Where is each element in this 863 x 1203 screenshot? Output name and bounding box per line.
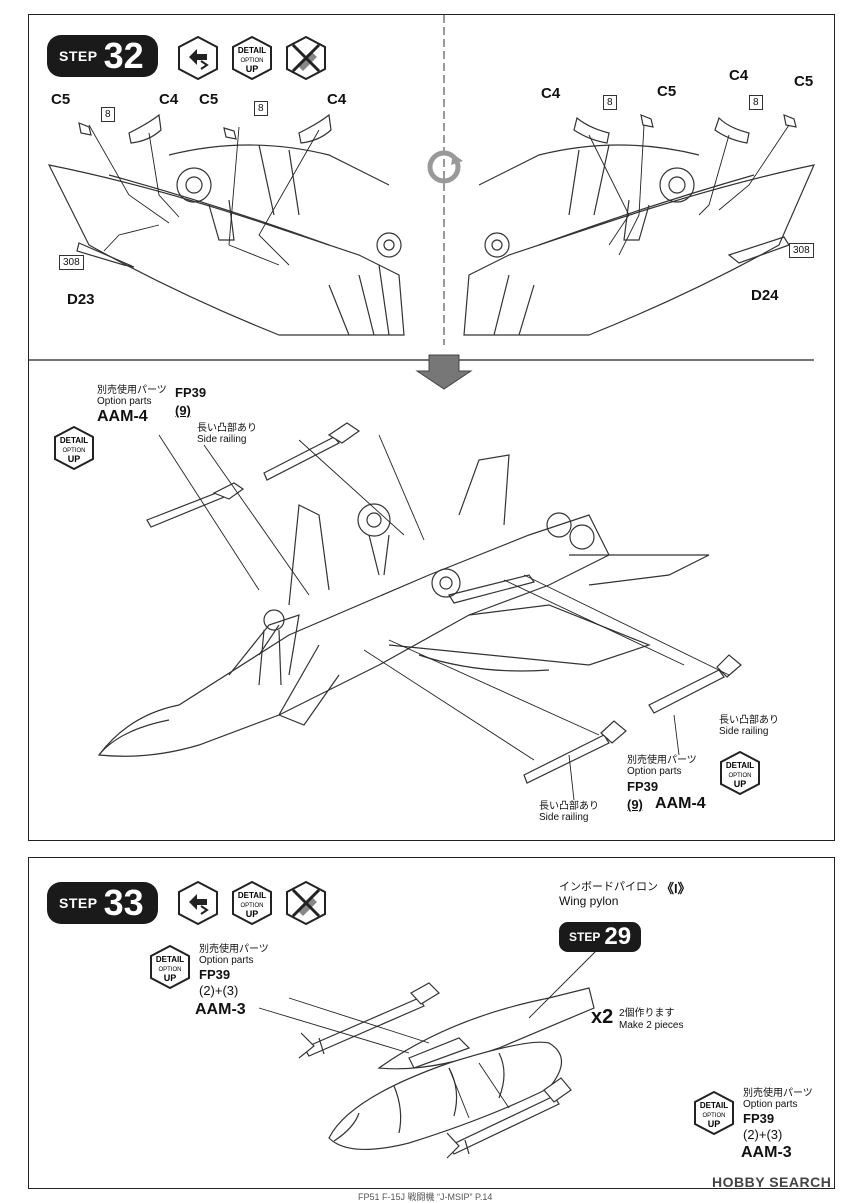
- step-number: 32: [103, 35, 144, 76]
- fp-code: FP39: [199, 967, 231, 982]
- svg-text:UP: UP: [68, 454, 81, 464]
- option-parts-en: Option parts: [627, 766, 682, 777]
- part-name-aam4: AAM-4: [97, 408, 148, 425]
- part-label-c4: C4: [541, 85, 561, 102]
- svg-text:OPTION: OPTION: [240, 903, 263, 909]
- fp-number: (2)+(3): [743, 1127, 783, 1142]
- option-parts-jp: 別売使用パーツ: [199, 944, 269, 955]
- part-name-aam3: AAM-3: [195, 1001, 246, 1018]
- side-railing-jp: 長い凸部あり: [719, 715, 779, 726]
- part-label-c5: C5: [51, 91, 71, 108]
- detail-up-icon: DETAIL OPTION UP: [720, 750, 760, 796]
- part-label-c4: C4: [159, 91, 179, 108]
- step-word: STEP: [59, 895, 98, 911]
- part-label-c5: C5: [657, 83, 677, 100]
- option-parts-en: Option parts: [199, 955, 254, 966]
- part-number-308: 308: [789, 243, 814, 258]
- step-word: STEP: [59, 48, 98, 64]
- part-label-d23: D23: [67, 291, 95, 308]
- make-pieces-en: Make 2 pieces: [619, 1020, 684, 1031]
- svg-text:DETAIL: DETAIL: [238, 891, 266, 900]
- svg-text:UP: UP: [708, 1119, 721, 1129]
- fp-code: FP39: [627, 779, 659, 794]
- step-33-panel: STEP 33 DETAIL OPTION UP インボードパイロン 《I》 W…: [28, 857, 835, 1189]
- fp-number: (9): [175, 403, 191, 418]
- no-glue-icon: [286, 35, 326, 81]
- make-pieces-jp: 2個作ります: [619, 1008, 675, 1019]
- part-label-c5: C5: [794, 73, 814, 90]
- svg-text:OPTION: OPTION: [62, 448, 85, 454]
- step-33-illustration: [258, 942, 605, 1159]
- svg-text:DETAIL: DETAIL: [156, 955, 184, 964]
- svg-text:UP: UP: [246, 909, 259, 919]
- rotate-view-icon: [178, 35, 218, 81]
- svg-text:UP: UP: [164, 973, 177, 983]
- step-badge: STEP 32: [47, 35, 158, 77]
- svg-text:OPTION: OPTION: [158, 967, 181, 973]
- detail-up-icon: DETAIL OPTION UP: [232, 880, 272, 926]
- side-railing-jp: 長い凸部あり: [539, 801, 599, 812]
- svg-text:UP: UP: [734, 779, 747, 789]
- part-number-308: 308: [59, 255, 84, 270]
- detail-up-icon: DETAIL OPTION UP: [54, 425, 94, 471]
- side-railing-en: Side railing: [719, 726, 769, 737]
- step-32-panel: STEP 32 DETAIL OPTION UP C5 8 C4 C5 8 C4…: [28, 14, 835, 841]
- svg-text:DETAIL: DETAIL: [238, 46, 266, 55]
- wing-pylon-en: Wing pylon: [559, 894, 619, 908]
- ref-step-number: 29: [604, 923, 632, 950]
- side-railing-en: Side railing: [539, 812, 589, 823]
- rotate-view-icon: [178, 880, 218, 926]
- part-label-c5: C5: [199, 91, 219, 108]
- option-parts-en: Option parts: [743, 1099, 798, 1110]
- svg-text:OPTION: OPTION: [728, 773, 751, 779]
- detail-up-icon: DETAIL OPTION UP: [150, 944, 190, 990]
- step-number: 33: [103, 882, 144, 923]
- part-name-aam4: AAM-4: [655, 795, 706, 812]
- step-32-illustration: [29, 15, 816, 801]
- ref-step-word: STEP: [569, 930, 601, 944]
- side-railing-en: Side railing: [197, 434, 247, 445]
- fp-code: FP39: [175, 385, 207, 400]
- part-label-c4: C4: [729, 67, 749, 84]
- part-number-8: 8: [749, 95, 763, 110]
- no-glue-icon: [286, 880, 326, 926]
- fp-number: (9): [627, 797, 643, 812]
- part-number-8: 8: [603, 95, 617, 110]
- detail-up-icon: DETAIL OPTION UP: [232, 35, 272, 81]
- wing-pylon-jp: インボードパイロン: [559, 881, 658, 893]
- wing-pylon-mark: 《I》: [661, 881, 691, 896]
- side-railing-jp: 長い凸部あり: [197, 423, 257, 434]
- part-name-aam3: AAM-3: [741, 1144, 792, 1161]
- part-label-d24: D24: [751, 287, 779, 304]
- option-parts-jp: 別売使用パーツ: [743, 1088, 813, 1099]
- svg-text:DETAIL: DETAIL: [60, 436, 88, 445]
- svg-text:OPTION: OPTION: [240, 58, 263, 64]
- part-number-8: 8: [254, 101, 268, 116]
- svg-text:DETAIL: DETAIL: [700, 1101, 728, 1110]
- step-29-reference-badge: STEP 29: [559, 922, 642, 952]
- svg-text:OPTION: OPTION: [702, 1113, 725, 1119]
- page-footer: FP51 F-15J 戦闘機 “J-MSIP” P.14: [358, 1192, 493, 1202]
- step-badge: STEP 33: [47, 882, 158, 924]
- brand-watermark: HOBBY SEARCH: [712, 1174, 832, 1190]
- fp-number: (2)+(3): [199, 983, 239, 998]
- option-parts-en: Option parts: [97, 396, 152, 407]
- fp-code: FP39: [743, 1111, 775, 1126]
- svg-text:DETAIL: DETAIL: [726, 761, 754, 770]
- option-parts-jp: 別売使用パーツ: [627, 755, 697, 766]
- detail-up-icon: DETAIL OPTION UP: [694, 1090, 734, 1136]
- multiplier: x2: [591, 1006, 614, 1028]
- svg-text:UP: UP: [246, 64, 259, 74]
- option-parts-jp: 別売使用パーツ: [97, 385, 167, 396]
- part-label-c4: C4: [327, 91, 347, 108]
- part-number-8: 8: [101, 107, 115, 122]
